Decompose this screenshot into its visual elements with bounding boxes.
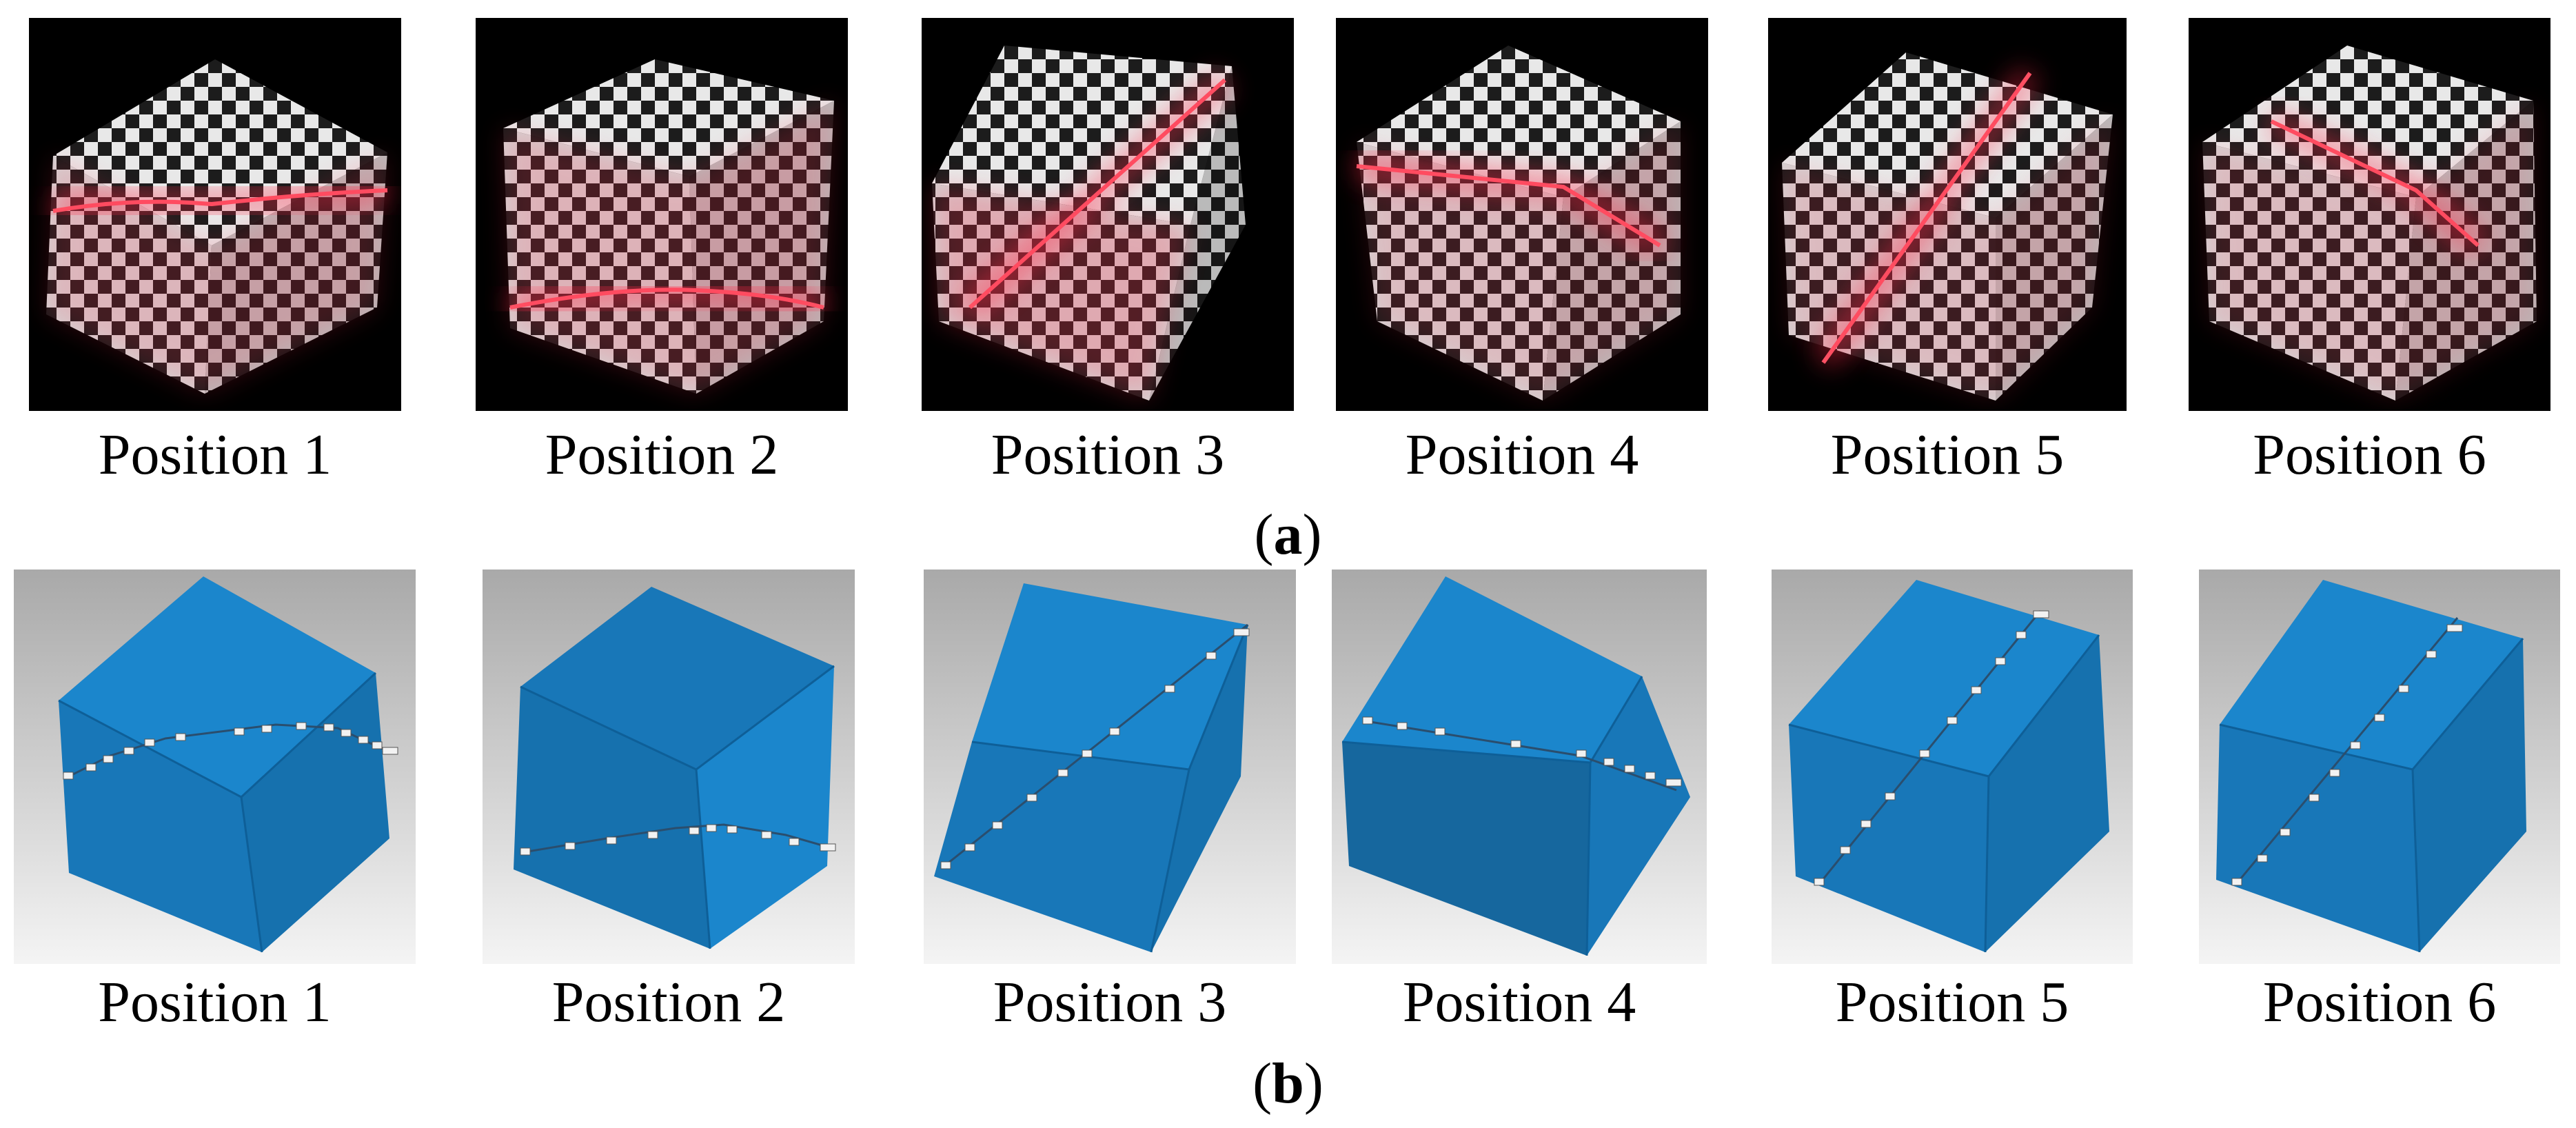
panel-a-position-5: [1768, 18, 2127, 411]
panel-b-position-2: [483, 570, 855, 964]
subfigure-label-a: (a): [1254, 503, 1322, 567]
caption-b-6: Position 6: [2262, 970, 2497, 1034]
caption-a-3: Position 3: [991, 423, 1225, 487]
panel-b-position-1: [14, 570, 416, 964]
panel-b-position-3: [924, 570, 1296, 964]
caption-b-3: Position 3: [993, 970, 1227, 1034]
panel-a-position-2: [476, 18, 848, 411]
panel-a-position-4: [1336, 18, 1708, 411]
panel-b-position-6: [2199, 570, 2560, 964]
caption-a-5: Position 5: [1830, 423, 2065, 487]
panel-a-position-6: [2189, 18, 2550, 411]
caption-b-2: Position 2: [551, 970, 786, 1034]
caption-a-4: Position 4: [1405, 423, 1639, 487]
caption-b-5: Position 5: [1835, 970, 2069, 1034]
panel-a-position-3: [922, 18, 1294, 411]
subfigure-letter-a: a: [1273, 503, 1303, 567]
panel-a-position-1: [29, 18, 401, 411]
caption-a-2: Position 2: [545, 423, 779, 487]
caption-a-1: Position 1: [98, 423, 332, 487]
caption-a-6: Position 6: [2253, 423, 2486, 487]
subfigure-label-b: (b): [1252, 1051, 1324, 1116]
panel-b-position-5: [1772, 570, 2133, 964]
caption-b-1: Position 1: [98, 970, 332, 1034]
caption-b-4: Position 4: [1402, 970, 1636, 1034]
subfigure-letter-b: b: [1272, 1051, 1304, 1116]
panel-b-position-4: [1332, 570, 1707, 964]
